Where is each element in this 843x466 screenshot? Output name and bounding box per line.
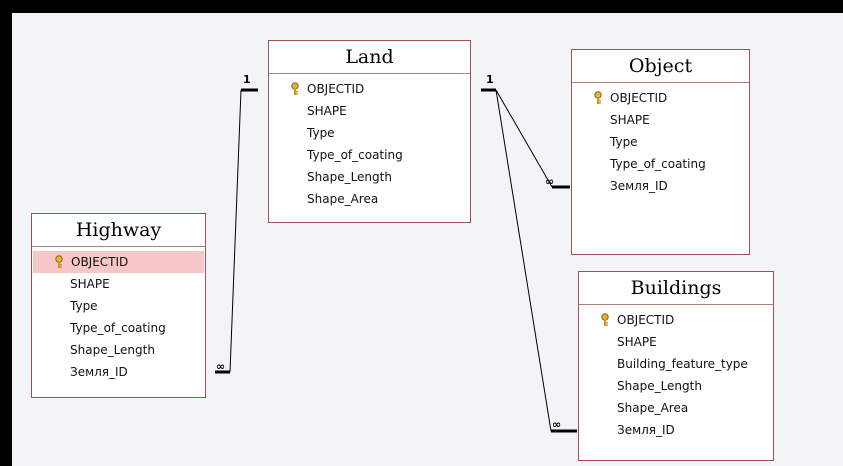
field-row[interactable]: SHAPE xyxy=(32,273,205,295)
field-row[interactable]: Shape_Length xyxy=(579,375,773,397)
field-name: OBJECTID xyxy=(617,313,675,327)
field-name: Shape_Length xyxy=(617,379,702,393)
field-row[interactable]: Земля_ID xyxy=(579,419,773,441)
many-cardinality-label: ∞ xyxy=(552,418,561,431)
table-buildings[interactable]: Buildings OBJECTID SHAPE Building_featur… xyxy=(578,271,774,461)
table-highway[interactable]: Highway OBJECTID SHAPE Type Type_of_coat… xyxy=(31,213,206,398)
field-name: SHAPE xyxy=(617,335,657,349)
table-land[interactable]: Land OBJECTID SHAPE Type Type_of_coating… xyxy=(268,40,471,223)
field-row[interactable]: Shape_Area xyxy=(269,188,470,210)
field-row[interactable]: Type xyxy=(269,122,470,144)
field-name: Type_of_coating xyxy=(70,321,166,335)
field-row[interactable]: Building_feature_type xyxy=(579,353,773,375)
field-name: SHAPE xyxy=(70,277,110,291)
one-cardinality-label: 1 xyxy=(243,73,251,86)
field-name: Shape_Length xyxy=(70,343,155,357)
field-list: OBJECTID SHAPE Type Type_of_coating Земл… xyxy=(572,83,749,197)
primary-key-icon xyxy=(55,255,63,268)
relationship-line xyxy=(229,89,242,373)
field-name: Shape_Area xyxy=(307,192,379,206)
many-cardinality-label: ∞ xyxy=(545,175,554,188)
field-name: Shape_Area xyxy=(617,401,689,415)
relationship-line xyxy=(495,89,553,188)
field-name: Земля_ID xyxy=(617,423,675,437)
field-row[interactable]: Type xyxy=(572,131,749,153)
field-name: Type_of_coating xyxy=(610,157,706,171)
field-row[interactable]: Shape_Length xyxy=(32,339,205,361)
field-row[interactable]: SHAPE xyxy=(572,109,749,131)
field-row[interactable]: SHAPE xyxy=(579,331,773,353)
table-title[interactable]: Object xyxy=(572,50,749,83)
field-list: OBJECTID SHAPE Building_feature_type Sha… xyxy=(579,305,773,441)
field-row[interactable]: Shape_Area xyxy=(579,397,773,419)
field-row[interactable]: Земля_ID xyxy=(572,175,749,197)
primary-key-icon xyxy=(594,91,602,104)
table-title[interactable]: Buildings xyxy=(579,272,773,305)
relationship-lines: 1 ∞ 1 ∞ ∞ xyxy=(215,73,577,433)
field-list: OBJECTID SHAPE Type Type_of_coating Shap… xyxy=(32,247,205,383)
field-row[interactable]: Shape_Length xyxy=(269,166,470,188)
field-name: OBJECTID xyxy=(71,255,129,269)
field-row[interactable]: Type_of_coating xyxy=(269,144,470,166)
field-name: Type xyxy=(610,135,638,149)
many-cardinality-label: ∞ xyxy=(216,360,225,373)
field-row-selected[interactable]: OBJECTID xyxy=(33,251,204,273)
field-row[interactable]: OBJECTID xyxy=(269,78,470,100)
primary-key-icon xyxy=(291,82,299,95)
relationship-land-object[interactable]: 1 ∞ xyxy=(481,73,570,189)
relationships-canvas[interactable]: 1 ∞ 1 ∞ ∞ Land xyxy=(12,13,843,466)
primary-key-icon xyxy=(601,313,609,326)
relationship-land-buildings[interactable]: ∞ xyxy=(495,89,577,433)
field-name: OBJECTID xyxy=(610,91,668,105)
table-title[interactable]: Land xyxy=(269,41,470,74)
field-name: Shape_Length xyxy=(307,170,392,184)
field-row[interactable]: SHAPE xyxy=(269,100,470,122)
field-row[interactable]: OBJECTID xyxy=(579,309,773,331)
field-row[interactable]: Type_of_coating xyxy=(32,317,205,339)
field-name: Земля_ID xyxy=(610,179,668,193)
one-cardinality-label: 1 xyxy=(486,73,494,86)
field-name: Type xyxy=(70,299,98,313)
relationship-line xyxy=(495,89,552,432)
relationship-land-highway[interactable]: 1 ∞ xyxy=(215,73,258,374)
table-object[interactable]: Object OBJECTID SHAPE Type Type_of_coati… xyxy=(571,49,750,255)
field-name: Type_of_coating xyxy=(307,148,403,162)
field-row[interactable]: Type xyxy=(32,295,205,317)
field-name: Земля_ID xyxy=(70,365,128,379)
field-name: SHAPE xyxy=(307,104,347,118)
field-name: Type xyxy=(307,126,335,140)
field-row[interactable]: Земля_ID xyxy=(32,361,205,383)
field-row[interactable]: Type_of_coating xyxy=(572,153,749,175)
field-name: Building_feature_type xyxy=(617,357,748,371)
field-list: OBJECTID SHAPE Type Type_of_coating Shap… xyxy=(269,74,470,210)
field-name: OBJECTID xyxy=(307,82,365,96)
field-name: SHAPE xyxy=(610,113,650,127)
field-row[interactable]: OBJECTID xyxy=(572,87,749,109)
table-title[interactable]: Highway xyxy=(32,214,205,247)
